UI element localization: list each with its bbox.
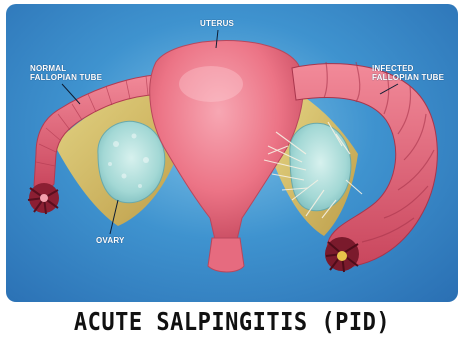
right-fimbriae	[325, 237, 359, 272]
label-infected-fallopian-tube: INFECTED FALLOPIAN TUBE	[372, 64, 444, 82]
cervix	[208, 238, 244, 272]
leader-normal-tube	[62, 84, 80, 104]
illustration-panel: UTERUS NORMAL FALLOPIAN TUBE INFECTED FA…	[6, 4, 458, 302]
uterus-highlight	[179, 66, 243, 102]
left-fimbriae	[28, 183, 59, 214]
anatomy-drawing	[6, 4, 458, 302]
label-uterus: UTERUS	[200, 19, 234, 28]
ovary-left	[98, 121, 165, 202]
label-ovary: OVARY	[96, 236, 125, 245]
label-normal-fallopian-tube: NORMAL FALLOPIAN TUBE	[30, 64, 102, 82]
figure-caption: ACUTE SALPINGITIS (PID)	[0, 303, 464, 342]
